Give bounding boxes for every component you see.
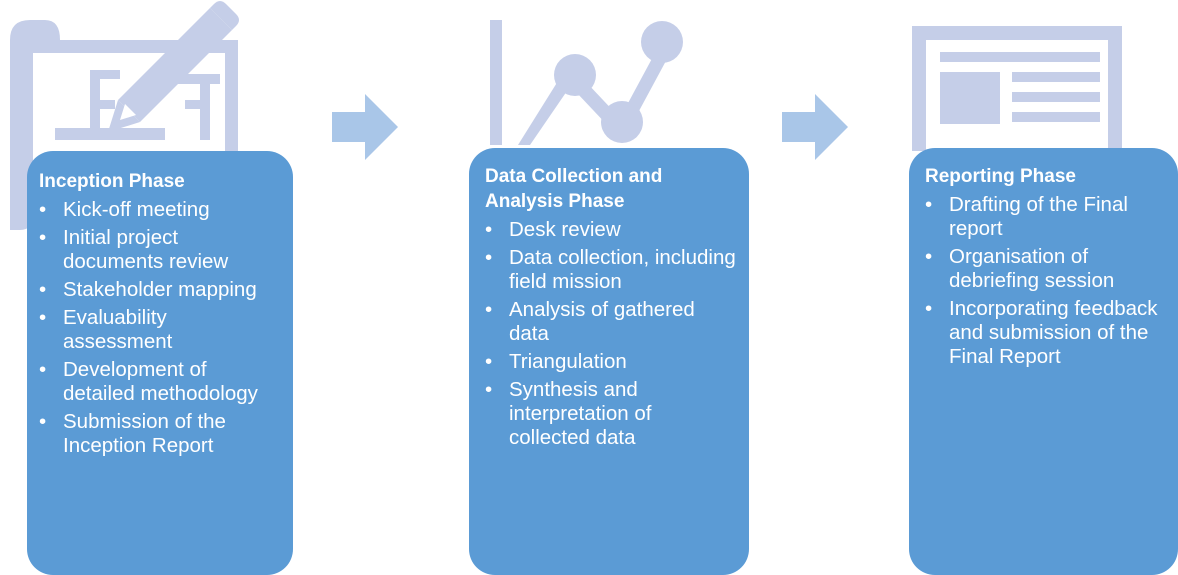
list-item: Development of detailed methodology xyxy=(39,358,281,406)
list-item: Organisation of debriefing session xyxy=(925,245,1166,293)
inception-phase-box: Inception Phase Kick-off meeting Initial… xyxy=(27,151,293,575)
list-item: Submission of the Inception Report xyxy=(39,410,281,458)
phase-task-list: Kick-off meeting Initial project documen… xyxy=(39,198,281,458)
list-item: Desk review xyxy=(485,218,737,242)
list-item: Analysis of gathered data xyxy=(485,298,737,346)
reporting-phase-box: Reporting Phase Drafting of the Final re… xyxy=(909,148,1178,575)
phase-title: Data Collection and Analysis Phase xyxy=(485,166,663,212)
list-item: Triangulation xyxy=(485,350,737,374)
phase-title: Reporting Phase xyxy=(925,166,1076,187)
phase-task-list: Drafting of the Final report Organisatio… xyxy=(925,193,1166,369)
phase-task-list: Desk review Data collection, including f… xyxy=(485,218,737,450)
arrow-right-icon xyxy=(782,94,848,160)
list-item: Kick-off meeting xyxy=(39,198,281,222)
list-item: Evaluability assessment xyxy=(39,306,281,354)
phase-title: Inception Phase xyxy=(39,171,185,192)
list-item: Initial project documents review xyxy=(39,226,281,274)
list-item: Synthesis and interpretation of collecte… xyxy=(485,378,737,450)
list-item: Drafting of the Final report xyxy=(925,193,1166,241)
newspaper-icon xyxy=(912,26,1122,151)
list-item: Data collection, including field mission xyxy=(485,246,737,294)
data-collection-phase-box: Data Collection and Analysis Phase Desk … xyxy=(469,148,749,575)
line-chart-icon xyxy=(490,20,683,145)
arrow-right-icon xyxy=(332,94,398,160)
blueprint-pencil-icon xyxy=(10,1,239,230)
list-item: Incorporating feedback and submission of… xyxy=(925,297,1166,369)
list-item: Stakeholder mapping xyxy=(39,278,281,302)
